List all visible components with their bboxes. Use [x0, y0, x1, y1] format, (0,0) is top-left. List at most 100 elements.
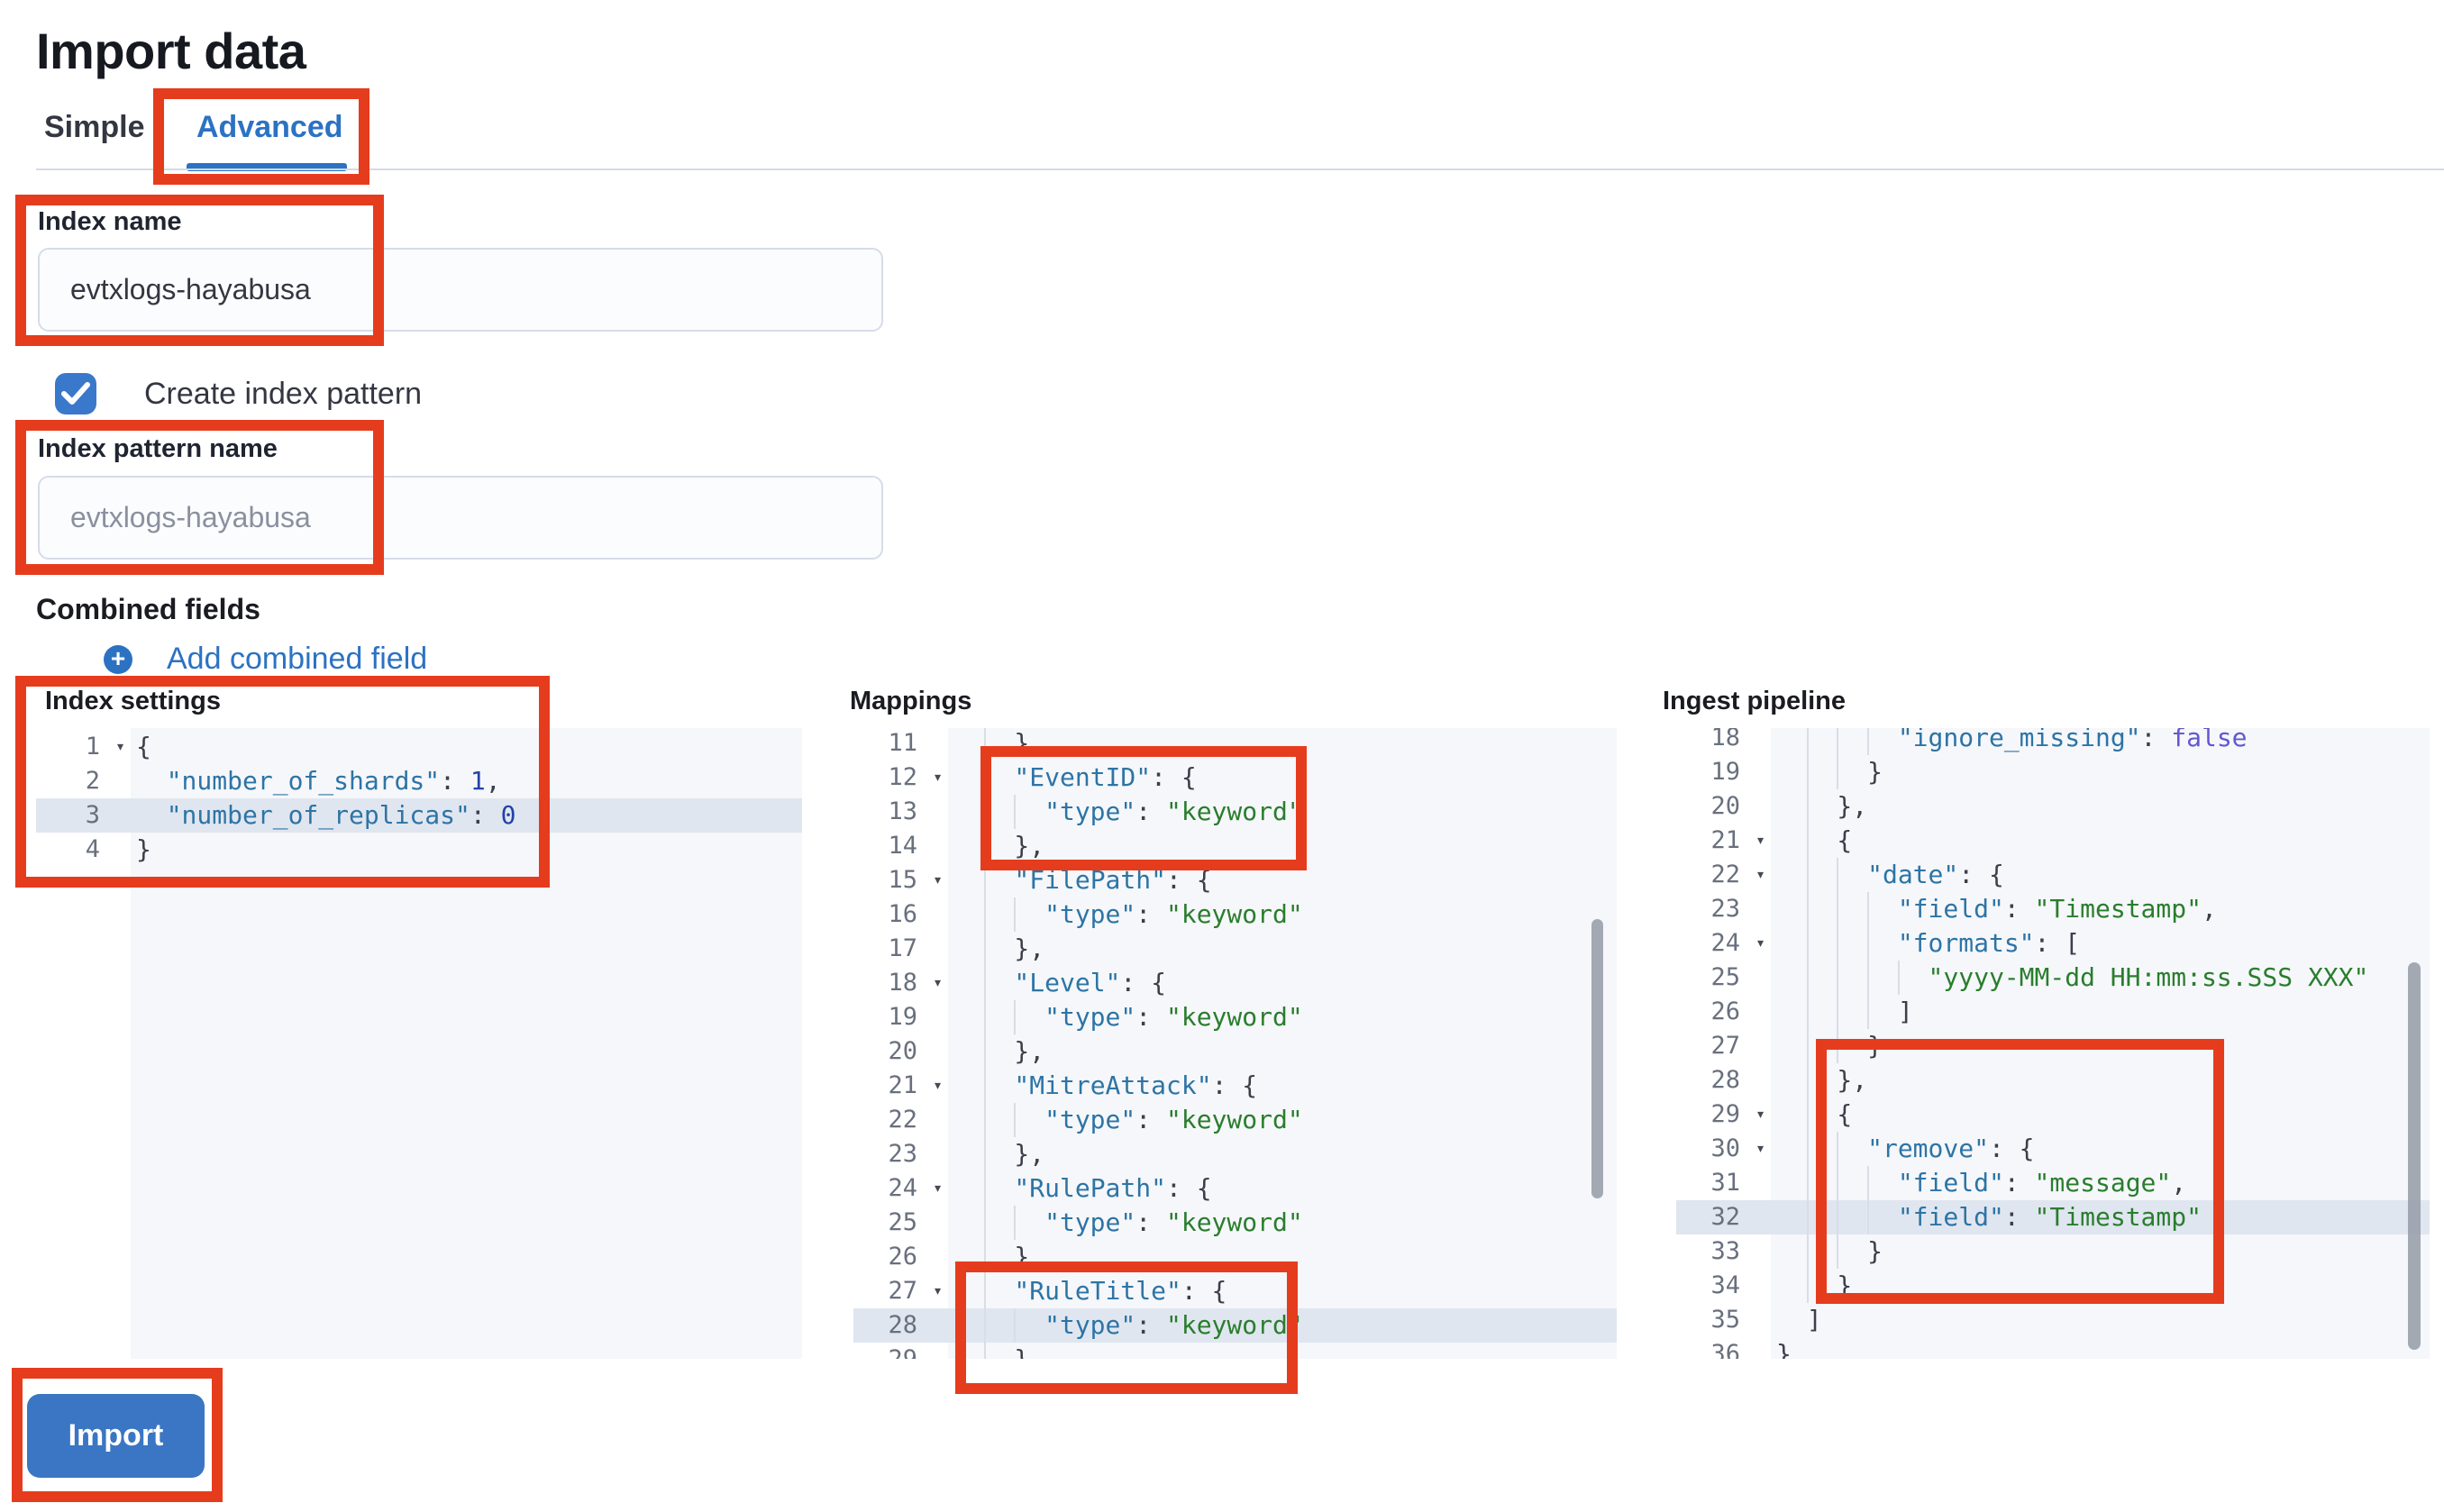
code-line[interactable]: 25"type": "keyword": [853, 1206, 1617, 1240]
code-line[interactable]: 19"type": "keyword": [853, 1000, 1617, 1034]
mappings-heading: Mappings: [850, 687, 972, 715]
index-pattern-name-input[interactable]: [38, 476, 883, 560]
code-line[interactable]: 27▾"RuleTitle": {: [853, 1274, 1617, 1308]
code-line[interactable]: 1▾{: [36, 730, 802, 764]
code-line[interactable]: 29},: [853, 1343, 1617, 1359]
page-title: Import data: [36, 23, 306, 79]
line-number: 14: [888, 832, 917, 860]
plus-in-circle-icon[interactable]: +: [104, 645, 132, 674]
line-number: 20: [888, 1037, 917, 1065]
code-line[interactable]: 21▾{: [1676, 824, 2430, 858]
tab-simple[interactable]: Simple: [44, 110, 145, 144]
code-line[interactable]: 34}: [1676, 1269, 2430, 1303]
line-number: 19: [888, 1003, 917, 1031]
code-line[interactable]: 32"field": "Timestamp": [1676, 1200, 2430, 1234]
code-line[interactable]: 28},: [1676, 1063, 2430, 1098]
line-number: 25: [888, 1208, 917, 1236]
fold-arrow-icon[interactable]: ▾: [1755, 934, 1765, 952]
line-number: 25: [1710, 963, 1740, 991]
code-lines: 1▾{2"number_of_shards": 1,3"number_of_re…: [36, 730, 802, 867]
vertical-scrollbar[interactable]: [1591, 919, 1603, 1198]
code-line[interactable]: 14},: [853, 829, 1617, 863]
code-line[interactable]: 23"field": "Timestamp",: [1676, 892, 2430, 926]
import-button[interactable]: Import: [27, 1394, 205, 1478]
checkmark-icon: [61, 382, 90, 405]
index-settings-heading: Index settings: [45, 687, 221, 715]
fold-arrow-icon[interactable]: ▾: [1755, 831, 1765, 850]
line-number: 11: [888, 729, 917, 757]
fold-arrow-icon[interactable]: ▾: [933, 1281, 943, 1300]
add-combined-field-link[interactable]: Add combined field: [167, 642, 428, 676]
fold-arrow-icon[interactable]: ▾: [933, 1179, 943, 1198]
line-number: 27▾: [853, 1274, 948, 1308]
code-line[interactable]: 12▾"EventID": {: [853, 761, 1617, 795]
code-line[interactable]: 20},: [853, 1034, 1617, 1069]
create-index-pattern-checkbox[interactable]: [55, 373, 96, 414]
fold-arrow-icon[interactable]: ▾: [933, 973, 943, 992]
code-line[interactable]: 20},: [1676, 789, 2430, 824]
code-line[interactable]: 4}: [36, 833, 802, 867]
fold-arrow-icon[interactable]: ▾: [1755, 1139, 1765, 1158]
line-number: 30▾: [1676, 1132, 1771, 1166]
line-number: 20: [1710, 792, 1740, 820]
line-number: 27: [1710, 1032, 1740, 1060]
mappings-editor[interactable]: 11},12▾"EventID": {13"type": "keyword"14…: [853, 728, 1617, 1359]
code-line[interactable]: 24▾"RulePath": {: [853, 1171, 1617, 1206]
fold-arrow-icon[interactable]: ▾: [933, 1076, 943, 1095]
code-line[interactable]: 31"field": "message",: [1676, 1166, 2430, 1200]
code-line[interactable]: 22▾"date": {: [1676, 858, 2430, 892]
code-line[interactable]: 22"type": "keyword": [853, 1103, 1617, 1137]
code-line[interactable]: 18▾"Level": {: [853, 966, 1617, 1000]
code-line[interactable]: 18"ignore_missing": false: [1676, 728, 2430, 755]
code-line[interactable]: 15▾"FilePath": {: [853, 863, 1617, 897]
code-line[interactable]: 11},: [853, 728, 1617, 761]
line-number: 17: [888, 934, 917, 962]
line-number: 1▾: [36, 730, 131, 764]
index-settings-editor[interactable]: 1▾{2"number_of_shards": 1,3"number_of_re…: [36, 728, 802, 1359]
code-line[interactable]: 24▾"formats": [: [1676, 926, 2430, 961]
code-line[interactable]: 27}: [1676, 1029, 2430, 1063]
code-line[interactable]: 25"yyyy-MM-dd HH:mm:ss.SSS XXX": [1676, 961, 2430, 995]
tab-advanced[interactable]: Advanced: [196, 110, 343, 144]
line-number: 35: [1710, 1306, 1740, 1334]
line-number: 18▾: [853, 966, 948, 1000]
code-line[interactable]: 30▾"remove": {: [1676, 1132, 2430, 1166]
code-line[interactable]: 26]: [1676, 995, 2430, 1029]
editor-content-background: [948, 728, 1617, 1359]
code-line[interactable]: 3"number_of_replicas": 0: [36, 798, 802, 833]
editor-gutter: [36, 728, 131, 1359]
line-number: 15▾: [853, 863, 948, 897]
code-line[interactable]: 2"number_of_shards": 1,: [36, 764, 802, 798]
editor-content-background: [131, 728, 802, 1359]
line-number: 24▾: [1676, 926, 1771, 961]
fold-arrow-icon[interactable]: ▾: [933, 768, 943, 787]
code-line[interactable]: 29▾{: [1676, 1098, 2430, 1132]
fold-arrow-icon[interactable]: ▾: [1755, 865, 1765, 884]
line-number: 21▾: [1676, 824, 1771, 858]
code-line[interactable]: 19}: [1676, 755, 2430, 789]
line-number: 21▾: [853, 1069, 948, 1103]
code-line[interactable]: 35]: [1676, 1303, 2430, 1337]
code-line[interactable]: 21▾"MitreAttack": {: [853, 1069, 1617, 1103]
line-number: 34: [1710, 1271, 1740, 1299]
fold-arrow-icon[interactable]: ▾: [933, 870, 943, 889]
code-line[interactable]: 17},: [853, 932, 1617, 966]
code-line[interactable]: 16"type": "keyword": [853, 897, 1617, 932]
code-line[interactable]: 36}: [1676, 1337, 2430, 1359]
code-line[interactable]: 23},: [853, 1137, 1617, 1171]
line-number: 13: [888, 797, 917, 825]
tabs-divider: [36, 169, 2444, 170]
line-number: 31: [1710, 1169, 1740, 1197]
code-line[interactable]: 28"type": "keyword": [853, 1308, 1617, 1343]
fold-arrow-icon[interactable]: ▾: [1755, 1105, 1765, 1124]
line-number: 26: [1710, 997, 1740, 1025]
code-line[interactable]: 33}: [1676, 1234, 2430, 1269]
vertical-scrollbar[interactable]: [2408, 962, 2421, 1350]
code-line[interactable]: 13"type": "keyword": [853, 795, 1617, 829]
code-line[interactable]: 26},: [853, 1240, 1617, 1274]
fold-arrow-icon[interactable]: ▾: [115, 737, 125, 756]
index-name-input[interactable]: [38, 248, 883, 332]
line-number: 29▾: [1676, 1098, 1771, 1132]
